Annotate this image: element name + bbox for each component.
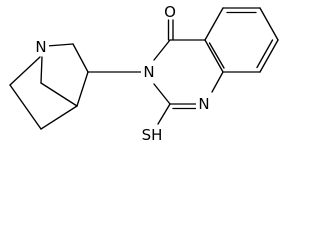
bond-quinuclidine-n-ch2-left [9,56,41,86]
atom-n-imine: N [198,95,209,113]
bond-quinuclidine-ch2-c4-back [40,82,78,107]
atom-n-bridgehead: N [35,38,46,56]
atom-n-amide: N [143,63,154,81]
bond-c2-s [157,103,171,125]
bond-c8a-n1 [211,71,224,93]
atom-oxygen: O [164,3,176,21]
bond-quinuclidine-n-ch2-back [40,56,43,84]
bond-c7-c8-2 [256,39,274,69]
bond-c7-c8-1 [259,39,279,73]
structural-formula: N N O N SH [9,3,279,144]
atom-thiol: SH [142,126,163,144]
bond-quinuclidine-ch2-ch2-lower [9,84,42,130]
atom-labels: N N O N SH [33,3,212,144]
bond-c4a-c8a [204,39,224,73]
bond-c4a-c5 [204,7,224,41]
bond-c2-n3 [153,83,171,105]
bond-quinuclidine-ch2-c4-lower [40,105,78,130]
bonds [9,7,279,130]
bond-n3-c4 [153,39,171,61]
bond-quinuclidine-n-ch2-top [46,43,74,47]
bond-c4a-c8a-inner [208,42,225,69]
bond-quinuclidine-ch2-c3 [72,43,89,73]
bond-c6-c7 [259,7,279,41]
bond-quinuclidine-c3-c4 [76,71,89,107]
